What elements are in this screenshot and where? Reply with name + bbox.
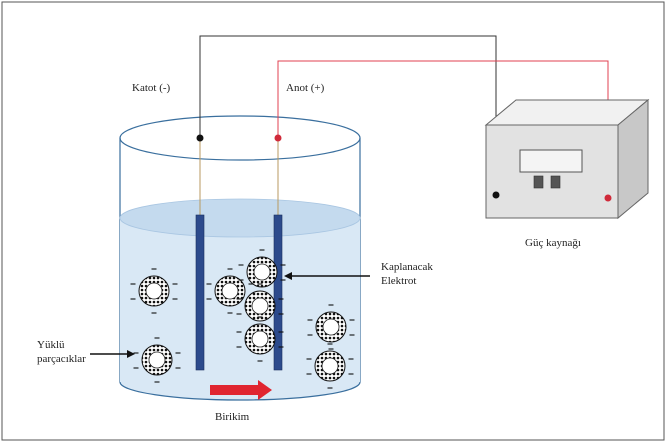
cathode-wire <box>199 35 497 195</box>
anode-label: Anot (+) <box>286 82 325 94</box>
charged-particle <box>307 304 355 350</box>
charged-particle <box>306 343 354 389</box>
charged-particle <box>236 316 284 362</box>
charged-particle <box>130 268 178 314</box>
coated-electrode-label-line1: Kaplanacak <box>381 261 433 273</box>
charged-particle <box>236 283 284 329</box>
deposition-arrow <box>210 380 272 400</box>
coated-electrode-label-line2: Elektrot <box>381 275 416 287</box>
particle-core <box>321 357 339 375</box>
particle-core <box>251 297 269 315</box>
power-supply-positive-terminal <box>604 194 612 202</box>
power-supply-negative-terminal <box>492 191 500 199</box>
cathode-electrode <box>195 214 205 371</box>
electrode-pointer-arrowhead <box>284 272 292 280</box>
power-supply-label: Güç kaynağı <box>525 237 581 249</box>
charged-particles-group <box>130 249 355 389</box>
electrolyte-liquid <box>120 218 360 400</box>
anode-terminal-dot <box>274 134 282 142</box>
charged-particle <box>133 337 181 383</box>
liquid-surface <box>119 198 361 238</box>
charged-particles-label-line1: Yüklü <box>37 339 65 351</box>
particle-core <box>145 282 163 300</box>
particle-core <box>221 282 239 300</box>
charged-particles-label-line2: parçacıklar <box>37 353 86 365</box>
power-supply-display <box>519 149 583 173</box>
beaker-bottom <box>119 381 361 401</box>
particle-core <box>253 263 271 281</box>
power-supply-knob-right <box>550 175 561 189</box>
particles-pointer-arrowhead <box>127 350 135 358</box>
charged-particle <box>238 249 286 295</box>
particle-core <box>322 318 340 336</box>
deposition-label: Birikim <box>215 411 250 423</box>
particle-core <box>251 330 269 348</box>
cathode-terminal-dot <box>196 134 204 142</box>
anode-electrode <box>273 214 283 371</box>
power-supply-knob-left <box>533 175 544 189</box>
cathode-label: Katot (-) <box>132 82 171 94</box>
particle-core <box>148 351 166 369</box>
